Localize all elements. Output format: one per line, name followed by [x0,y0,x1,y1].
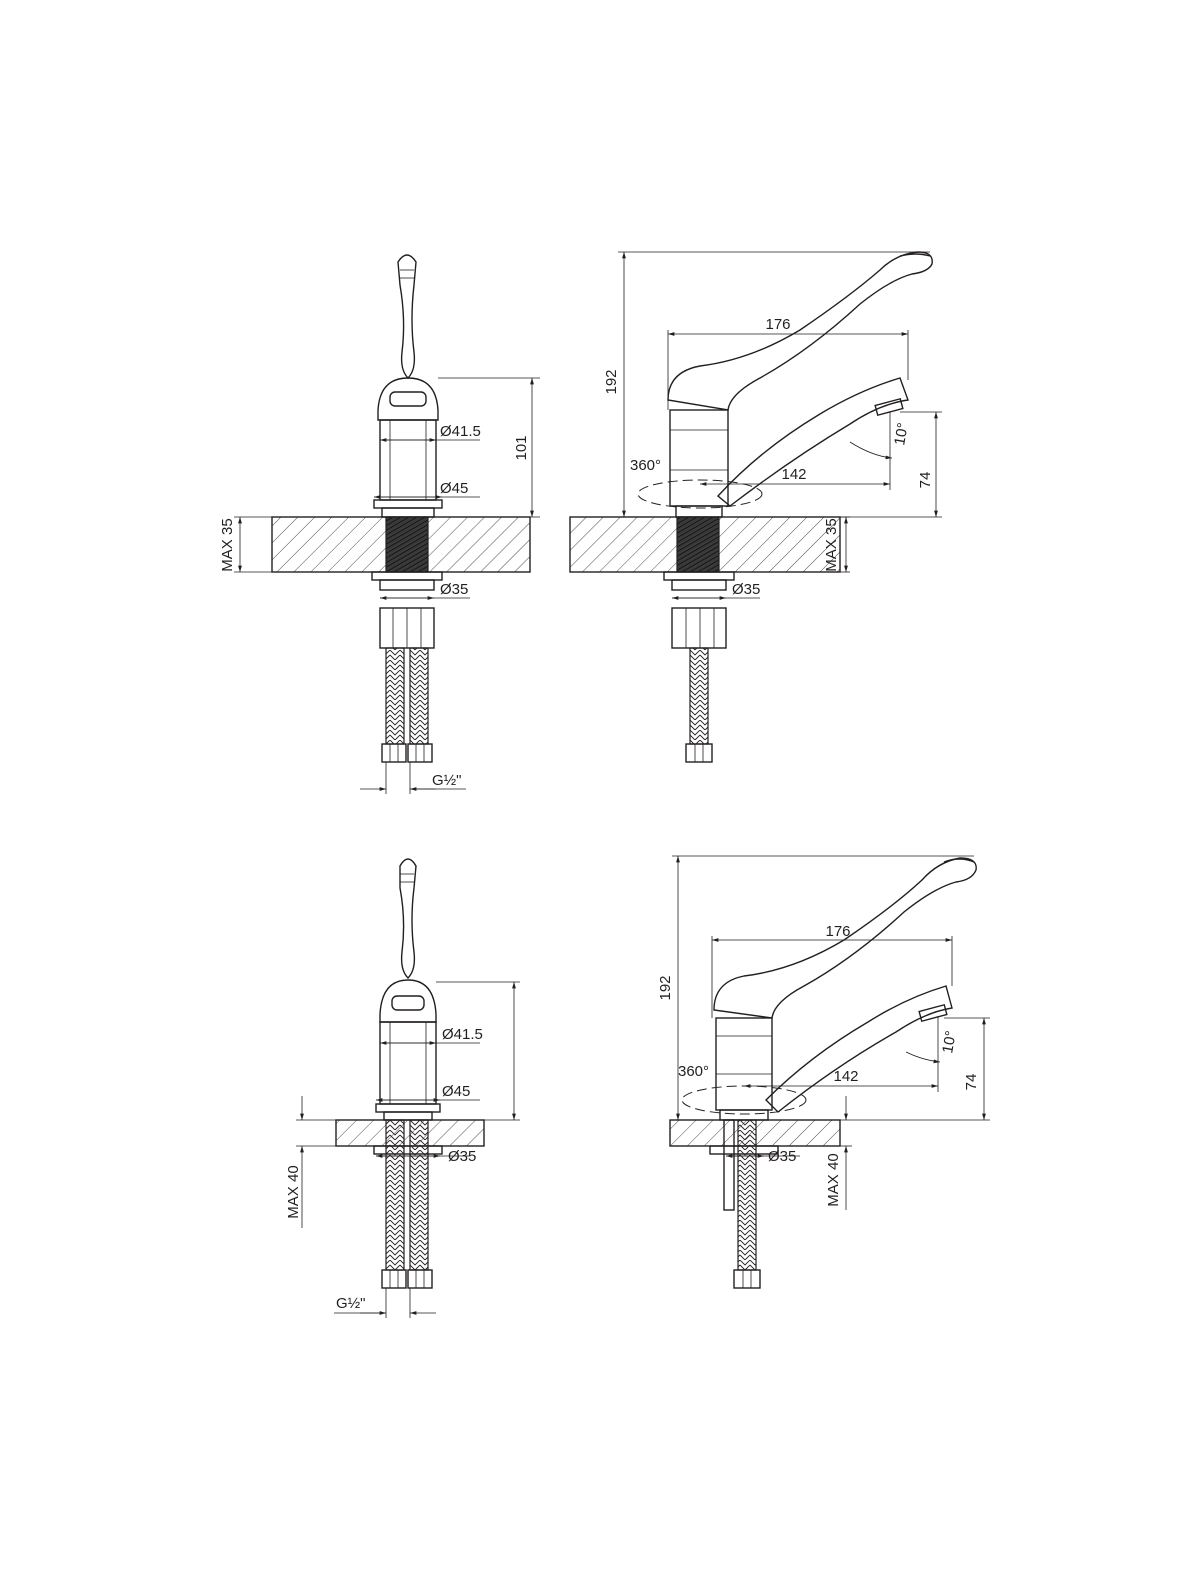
supply-hose [689,647,709,745]
dim-192-label: 192 [603,369,620,394]
front-view-top: Ø41.5 Ø45 101 MAX 35 Ø35 G½" [219,254,540,794]
aerator [918,1003,948,1023]
body [669,409,729,507]
body [715,1017,773,1111]
cartridge-head [379,979,437,1023]
rotation-indicator [637,479,763,509]
dim-142-label: 142 [833,1068,858,1085]
dim-d41-5-label: Ø41.5 [440,423,481,440]
dim-d35-label: Ø35 [448,1148,476,1165]
dim-74-label: 74 [917,472,934,489]
dim-10deg-label: 10° [939,1029,960,1054]
side-view-bottom: 192 176 360° 142 10° 74 MAX 40 Ø35 [657,855,990,1289]
dim-d35-label: Ø35 [732,581,760,598]
dim-176-label: 176 [825,923,850,940]
dim-d45-label: Ø45 [442,1083,470,1100]
dim-142-label: 142 [781,466,806,483]
dim-g-half-label: G½" [336,1295,366,1312]
supply-hose-right [409,1119,429,1271]
dim-max35-label: MAX 35 [823,518,840,571]
lever-handle [399,858,417,979]
body [379,1021,437,1105]
dim-176-label: 176 [765,316,790,333]
side-view-top: 192 176 360° 142 10° 74 MAX 35 Ø35 [569,251,942,763]
lever-handle [667,251,933,411]
dim-d45-label: Ø45 [440,480,468,497]
dim-max40-label: MAX 40 [825,1153,842,1206]
spout [765,985,953,1113]
aerator [874,397,904,417]
dim-74-label: 74 [963,1074,980,1091]
dim-101-label: 101 [513,435,530,460]
lever-handle [397,254,417,379]
supply-hose [737,1119,757,1271]
dim-d35-label: Ø35 [768,1148,796,1165]
body [379,419,437,501]
dim-192-label: 192 [657,975,674,1000]
lock-nut [373,1145,443,1155]
dim-max40-label: MAX 40 [285,1165,302,1218]
front-view-bottom: Ø41.5 Ø45 MAX 40 Ø35 G½" [285,858,520,1318]
mounting-nut [671,607,727,649]
dim-360-label: 360° [678,1063,709,1080]
dim-d35-label: Ø35 [440,581,468,598]
dim-10deg-label: 10° [891,421,912,446]
dim-360-label: 360° [630,457,661,474]
cartridge-head [377,377,439,421]
threaded-shank [676,516,720,573]
dim-g-half-label: G½" [432,772,462,789]
spout [716,377,909,507]
threaded-shank [385,516,429,573]
dim-max35-label: MAX 35 [219,518,236,571]
lock-nut [371,571,443,581]
dim-d41-5-label: Ø41.5 [442,1026,483,1043]
supply-hose-left [385,1119,405,1271]
supply-hose-left [385,647,405,745]
base-flange [373,499,443,509]
supply-hose-right [409,647,429,745]
